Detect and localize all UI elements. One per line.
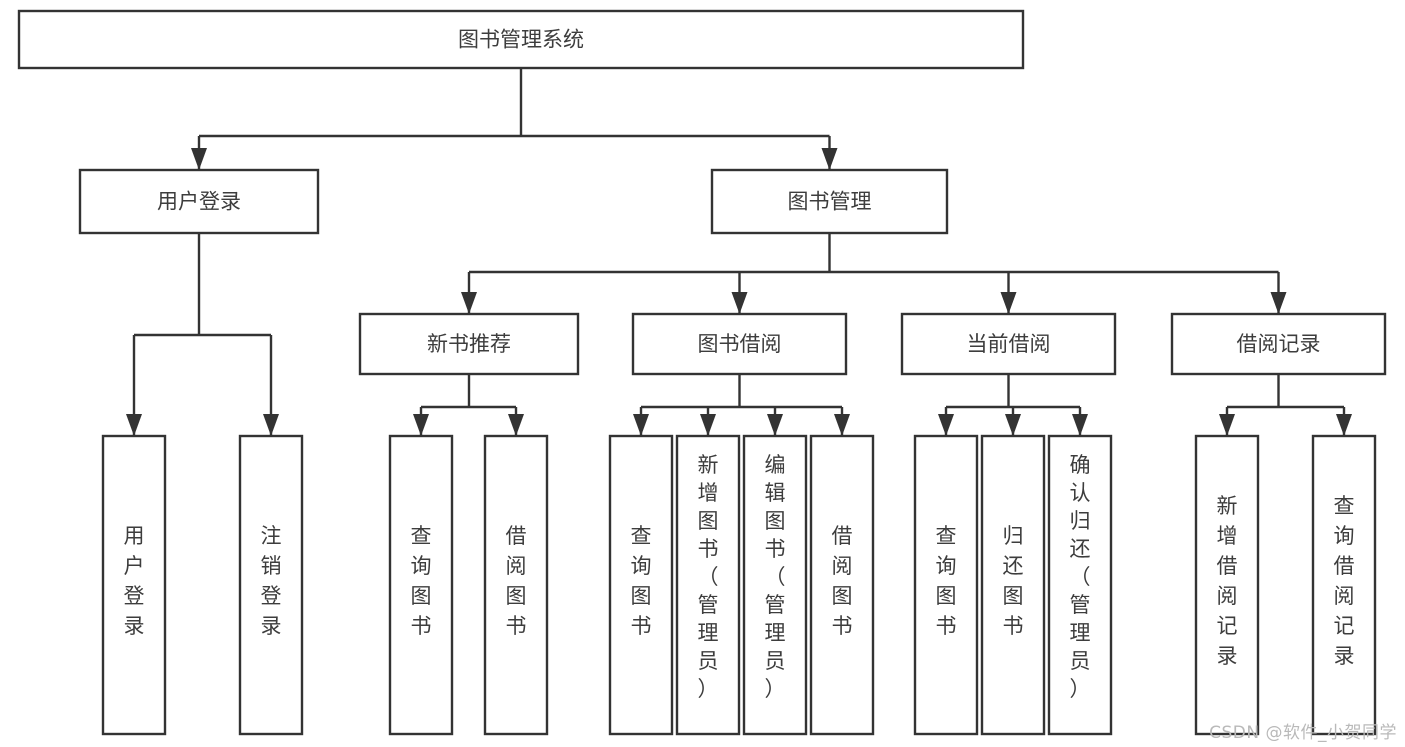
node-leaf-logout[interactable]: 注销登录 — [238, 434, 304, 736]
node-book-borrow[interactable]: 图书借阅 — [631, 312, 848, 376]
node-box-leaf-add-record — [1194, 434, 1260, 736]
node-label-leaf-logout: 注销登录 — [261, 524, 282, 638]
node-box-leaf-query-book-3 — [913, 434, 979, 736]
arrow-head-leaf-confirm-return — [1072, 414, 1088, 436]
node-leaf-add-record[interactable]: 新增借阅记录 — [1194, 434, 1260, 736]
arrow-head-current-borrow — [1000, 292, 1017, 314]
node-leaf-query-book-3[interactable]: 查询图书 — [913, 434, 979, 736]
node-label-leaf-query-book-1: 查询图书 — [411, 524, 432, 638]
node-label-leaf-add-book: 新增图书（管理员） — [698, 453, 719, 701]
node-label-leaf-user-login: 用户登录 — [124, 524, 145, 638]
node-box-leaf-logout — [238, 434, 304, 736]
node-box-leaf-add-book — [675, 434, 741, 736]
node-box-book-borrow — [631, 312, 848, 376]
arrow-head-leaf-borrow-book-2 — [834, 414, 850, 436]
node-label-book-borrow: 图书借阅 — [698, 332, 782, 356]
node-label-leaf-query-book-2: 查询图书 — [631, 524, 652, 638]
arrow-head-book-borrow — [731, 292, 748, 314]
node-leaf-borrow-book-1[interactable]: 借阅图书 — [483, 434, 549, 736]
node-label-leaf-add-record: 新增借阅记录 — [1217, 494, 1238, 668]
node-box-leaf-query-book-2 — [608, 434, 674, 736]
arrow-head-leaf-query-book-1 — [413, 414, 429, 436]
arrow-head-leaf-user-login — [126, 414, 142, 436]
node-label-new-book-recommend: 新书推荐 — [427, 332, 511, 356]
node-label-borrow-record: 借阅记录 — [1237, 332, 1321, 356]
arrow-head-leaf-add-record — [1219, 414, 1235, 436]
node-leaf-query-book-1[interactable]: 查询图书 — [388, 434, 454, 736]
node-leaf-query-book-2[interactable]: 查询图书 — [608, 434, 674, 736]
node-leaf-add-book[interactable]: 新增图书（管理员） — [675, 434, 741, 736]
node-leaf-return-book[interactable]: 归还图书 — [980, 434, 1046, 736]
arrow-head-leaf-query-book-2 — [633, 414, 649, 436]
arrow-head-leaf-edit-book — [767, 414, 783, 436]
node-leaf-borrow-book-2[interactable]: 借阅图书 — [809, 434, 875, 736]
node-box-leaf-borrow-book-2 — [809, 434, 875, 736]
node-label-leaf-edit-book: 编辑图书（管理员） — [765, 453, 786, 701]
node-label-root: 图书管理系统 — [458, 28, 584, 52]
node-new-book-recommend[interactable]: 新书推荐 — [358, 312, 580, 376]
node-box-current-borrow — [900, 312, 1117, 376]
connector-layer — [126, 68, 1352, 436]
arrow-head-leaf-query-record — [1336, 414, 1352, 436]
node-borrow-record[interactable]: 借阅记录 — [1170, 312, 1387, 376]
node-box-leaf-query-book-1 — [388, 434, 454, 736]
node-box-leaf-query-record — [1311, 434, 1377, 736]
node-box-leaf-confirm-return — [1047, 434, 1113, 736]
node-box-borrow-record — [1170, 312, 1387, 376]
node-book-manage[interactable]: 图书管理 — [710, 168, 949, 235]
arrow-head-new-book-recommend — [461, 292, 477, 314]
node-leaf-query-record[interactable]: 查询借阅记录 — [1311, 434, 1377, 736]
node-box-root — [17, 9, 1025, 70]
node-box-book-manage — [710, 168, 949, 235]
node-leaf-edit-book[interactable]: 编辑图书（管理员） — [742, 434, 808, 736]
node-box-leaf-borrow-book-1 — [483, 434, 549, 736]
arrow-head-leaf-borrow-book-1 — [508, 414, 524, 436]
node-layer: 图书管理系统用户登录图书管理新书推荐图书借阅当前借阅借阅记录用户登录注销登录查询… — [17, 9, 1387, 736]
node-current-borrow[interactable]: 当前借阅 — [900, 312, 1117, 376]
arrow-head-leaf-add-book — [700, 414, 716, 436]
arrow-head-leaf-return-book — [1005, 414, 1021, 436]
csdn-watermark: CSDN @软件_小贺同学 — [1209, 723, 1397, 743]
node-box-leaf-user-login — [101, 434, 167, 736]
arrow-head-user-login — [191, 148, 207, 170]
node-leaf-user-login[interactable]: 用户登录 — [101, 434, 167, 736]
node-label-leaf-query-book-3: 查询图书 — [936, 524, 957, 638]
arrow-head-book-manage — [821, 148, 838, 170]
node-label-current-borrow: 当前借阅 — [967, 332, 1051, 356]
arrow-head-leaf-query-book-3 — [938, 414, 954, 436]
node-user-login[interactable]: 用户登录 — [78, 168, 320, 235]
node-leaf-confirm-return[interactable]: 确认归还（管理员） — [1047, 434, 1113, 736]
arrow-head-borrow-record — [1270, 292, 1287, 314]
node-box-leaf-return-book — [980, 434, 1046, 736]
node-label-book-manage: 图书管理 — [788, 190, 872, 214]
node-label-leaf-borrow-book-1: 借阅图书 — [506, 524, 527, 638]
node-box-new-book-recommend — [358, 312, 580, 376]
node-label-leaf-borrow-book-2: 借阅图书 — [832, 524, 853, 638]
node-label-leaf-return-book: 归还图书 — [1003, 524, 1024, 638]
node-box-leaf-edit-book — [742, 434, 808, 736]
node-label-leaf-confirm-return: 确认归还（管理员） — [1070, 453, 1091, 701]
node-root[interactable]: 图书管理系统 — [17, 9, 1025, 70]
node-box-user-login — [78, 168, 320, 235]
arrow-head-leaf-logout — [263, 414, 279, 436]
node-label-leaf-query-record: 查询借阅记录 — [1334, 494, 1355, 668]
node-label-user-login: 用户登录 — [157, 190, 241, 214]
